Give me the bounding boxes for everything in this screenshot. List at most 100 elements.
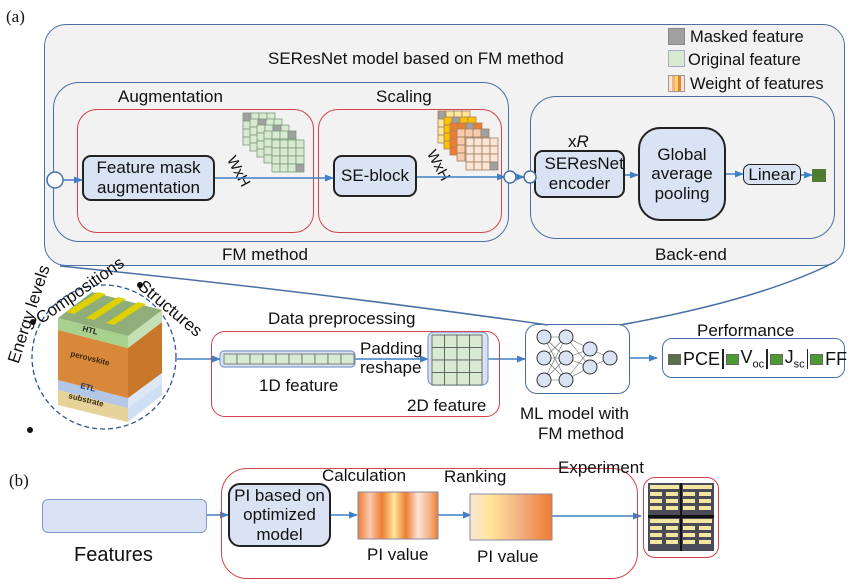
ml-model-label-line2: FM method xyxy=(538,424,624,443)
weighted-feature-cell xyxy=(473,153,483,163)
weighted-feature-cell xyxy=(489,145,499,155)
feature-mask-augmentation-node[interactable]: Feature mask augmentation xyxy=(82,155,215,201)
augmented-feature-stack xyxy=(242,112,305,173)
legend-weight-swatch xyxy=(668,75,685,92)
device-pixel xyxy=(650,526,662,530)
repeat-x: x xyxy=(568,132,577,151)
legend-masked-label: Masked feature xyxy=(690,28,804,46)
experiment-title: Experiment xyxy=(558,458,644,477)
device-pixel xyxy=(666,492,678,496)
feature-map-cell xyxy=(295,147,305,157)
device-pixel xyxy=(650,540,662,544)
seresnet-encoder-label: SEResNet encoder xyxy=(544,154,624,193)
metric-voc: Voc xyxy=(740,347,765,371)
seresnet-encoder-node[interactable]: SEResNet encoder xyxy=(534,150,625,198)
device-pixel xyxy=(683,540,695,544)
feature-map-cell xyxy=(263,154,273,164)
feature-1d xyxy=(219,350,356,368)
device-pixel xyxy=(683,492,695,496)
metric-jsc: Jsc xyxy=(784,347,805,371)
global-average-pooling-node[interactable]: Global average pooling xyxy=(638,127,726,221)
weighted-feature-stack xyxy=(437,110,499,171)
weighted-feature-cell xyxy=(481,161,491,171)
pi-value-calculation-bar xyxy=(357,491,439,540)
pi-analysis-box xyxy=(221,468,638,579)
performance-title: Performance xyxy=(697,321,795,340)
weighted-feature-cell xyxy=(481,137,491,147)
feature-map-cell xyxy=(287,139,297,149)
svg-text:ETL: ETL xyxy=(80,381,97,393)
feature-map-cell xyxy=(287,163,297,173)
feature-map-cell xyxy=(279,155,289,165)
nn-neuron xyxy=(602,350,618,366)
weighted-feature-cell xyxy=(465,137,475,147)
device-pixel xyxy=(683,533,695,537)
weighted-feature-cell xyxy=(481,145,491,155)
feature-map-cell xyxy=(271,147,281,157)
pi-value-ranking-bar xyxy=(469,493,553,541)
legend-weight-label: Weight of features xyxy=(690,75,824,93)
seresnet-title: SEResNet model based on FM method xyxy=(268,49,564,68)
device-pixel xyxy=(699,506,711,510)
calculation-pi-caption: PI value xyxy=(367,545,429,564)
weighted-feature-cell xyxy=(465,145,475,155)
weighted-feature-cell xyxy=(489,161,499,171)
metric-subscript: oc xyxy=(752,358,765,371)
calculation-title: Calculation xyxy=(322,466,407,485)
device-pixel xyxy=(666,526,678,530)
device-pixel xyxy=(699,492,711,496)
metric-square xyxy=(668,353,681,365)
weighted-feature-cell xyxy=(473,145,483,155)
fm-method-container xyxy=(53,82,509,242)
device-electrode xyxy=(650,519,679,523)
svg-text:HTL: HTL xyxy=(82,324,99,337)
solar-cell-device: HTL perovskite ETL substrate xyxy=(27,282,177,433)
connectors-a xyxy=(46,170,813,520)
pi-optimized-model-node[interactable]: PI based on optimized model xyxy=(228,483,331,547)
se-block-node[interactable]: SE-block xyxy=(333,155,417,197)
device-pixel xyxy=(699,499,711,503)
augmentation-title: Augmentation xyxy=(118,87,223,106)
performance-box xyxy=(662,338,845,378)
nn-neuron xyxy=(558,372,574,388)
global-average-pooling-label: Global average pooling xyxy=(651,144,713,203)
device-pixel xyxy=(699,533,711,537)
zoom-line-left xyxy=(59,265,549,326)
nn-neuron xyxy=(582,341,598,357)
feature-1d-label: 1D feature xyxy=(259,376,339,395)
feature-map-cell xyxy=(295,139,305,149)
data-preprocessing-box xyxy=(211,331,500,417)
se-block-label: SE-block xyxy=(340,166,410,186)
legend-original-swatch xyxy=(668,50,685,67)
feature-mask-augmentation-label: Feature mask augmentation xyxy=(96,158,201,197)
metric-pce: PCE xyxy=(683,348,721,369)
output-square xyxy=(812,169,826,182)
neural-network-icon xyxy=(536,329,618,388)
feature-map-cell xyxy=(279,130,289,140)
features-strip-box xyxy=(42,499,207,533)
linear-node[interactable]: Linear xyxy=(743,164,801,185)
legend-original-label: Original feature xyxy=(688,51,801,69)
ranking-title: Ranking xyxy=(444,467,507,486)
ml-model-box[interactable] xyxy=(525,324,630,394)
linear-label: Linear xyxy=(748,164,796,184)
device-divider-v xyxy=(680,483,682,551)
weighted-feature-cell xyxy=(481,153,491,163)
metric-separator xyxy=(766,349,768,369)
weighted-feature-cell xyxy=(472,128,482,138)
back-end-container xyxy=(530,96,835,239)
nn-neuron xyxy=(536,350,552,366)
metric-separator xyxy=(722,349,724,369)
weighted-feature-cell xyxy=(465,153,475,163)
nn-neuron xyxy=(558,329,574,345)
weighted-feature-cell xyxy=(464,128,474,138)
legend-masked-swatch xyxy=(668,28,685,45)
weighted-feature-cell xyxy=(456,144,466,154)
metric-separator xyxy=(806,349,809,369)
device-pixel xyxy=(666,506,678,510)
nn-neuron xyxy=(582,359,598,375)
device-pixel xyxy=(666,499,678,503)
legend: Masked feature Original feature Weight o… xyxy=(668,28,848,100)
metric-subscript: sc xyxy=(793,358,805,371)
back-end-label: Back-end xyxy=(655,245,727,264)
